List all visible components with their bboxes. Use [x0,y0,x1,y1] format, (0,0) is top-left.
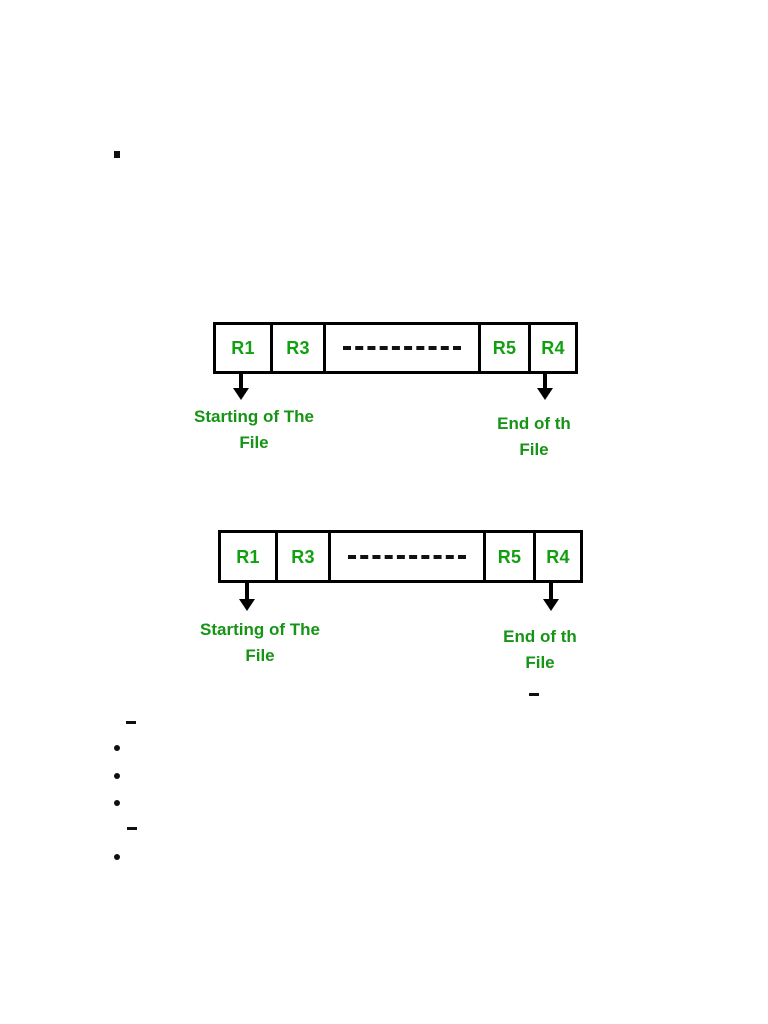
start-of-file-arrow-icon [245,583,249,600]
record-label: R1 [231,338,255,358]
record-cell-r4: R4 [531,325,575,371]
list-marker-dash-2 [127,827,137,830]
record-label: R1 [236,546,260,567]
record-cell-continuation [326,325,481,371]
list-marker-bullet-2 [114,773,120,779]
record-label: R5 [492,338,517,358]
stray-dash-marker [529,693,539,696]
record-cell-r4: R4 [536,533,580,580]
list-marker-bullet-3 [114,800,120,806]
record-cell-r5: R5 [481,325,531,371]
list-marker-dash-1 [126,721,136,724]
dashed-continuation-icon [348,554,466,559]
record-label: R4 [546,546,570,567]
start-of-file-annotation: Starting of The File [200,620,320,665]
start-of-file-arrow-icon [239,373,243,389]
record-cell-r5: R5 [486,533,536,580]
record-cell-r3: R3 [278,533,331,580]
record-cell-r1: R1 [216,325,273,371]
record-label: R5 [497,546,522,567]
end-of-file-annotation: End of th File [497,414,571,459]
list-marker-bullet-4 [114,854,120,860]
end-of-file-annotation: End of th File [503,627,577,672]
record-label: R3 [291,546,315,567]
end-of-file-arrow-icon [549,583,553,600]
dashed-continuation-icon [343,346,461,350]
end-of-file-arrow-icon [543,373,547,389]
record-cell-r1: R1 [221,533,278,580]
record-label: R3 [286,338,310,358]
list-marker-bullet-1 [114,745,120,751]
record-cell-r3: R3 [273,325,326,371]
record-strip: R1 R3 R5 R4 [213,322,578,374]
square-bullet-marker [114,151,120,158]
record-strip: R1 R3 R5 R4 [218,530,583,583]
record-cell-continuation [331,533,486,580]
record-label: R4 [541,338,565,358]
start-of-file-annotation: Starting of The File [194,407,314,452]
